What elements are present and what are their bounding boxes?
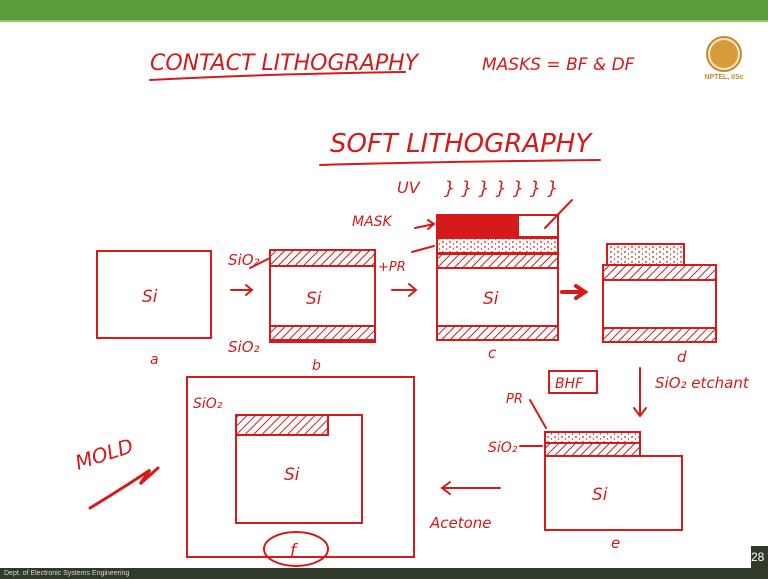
sio2-layer-e bbox=[545, 443, 640, 456]
sio2-pattern-f bbox=[236, 415, 328, 435]
sio2-layer-top-d bbox=[603, 265, 716, 280]
si-wafer-d bbox=[603, 280, 716, 328]
masks-text: MASKS = BF & DF bbox=[482, 55, 635, 75]
slide-page-number: 28 bbox=[751, 546, 768, 568]
pr-pointer-e bbox=[530, 400, 546, 428]
uv-rays-icon: } } } } } } } bbox=[444, 178, 559, 199]
title-text: CONTACT LITHOGRAPHY bbox=[150, 51, 420, 76]
pr-plus-label: +PR bbox=[378, 260, 406, 275]
si-label-c: Si bbox=[483, 289, 499, 309]
label-a: a bbox=[150, 352, 159, 368]
arrow-b-c bbox=[392, 284, 416, 296]
sio2-top-label: SiO₂ bbox=[228, 251, 260, 269]
footer-department: Dept. of Electronic Systems Engineering bbox=[4, 568, 129, 579]
arrow-a-b bbox=[231, 285, 252, 295]
mold-arrow-icon bbox=[90, 468, 158, 508]
photoresist-layer-c bbox=[437, 238, 558, 253]
mold-label: MOLD bbox=[72, 434, 136, 475]
sio2-layer-top-c bbox=[437, 254, 558, 268]
si-wafer-e bbox=[545, 456, 682, 530]
si-label-f: Si bbox=[284, 465, 300, 485]
label-d: d bbox=[677, 348, 687, 366]
pr-label-e: PR bbox=[506, 392, 523, 407]
sio2-etchant-label: SiO₂ etchant bbox=[655, 374, 750, 392]
mask-dark-region bbox=[437, 215, 519, 237]
mask-pointer bbox=[415, 220, 434, 229]
photoresist-layer-d bbox=[607, 244, 684, 265]
si-label-a: Si bbox=[142, 287, 158, 307]
sio2-label-f: SiO₂ bbox=[193, 396, 223, 412]
subtitle-text: SOFT LITHOGRAPHY bbox=[330, 129, 593, 159]
sio2-bottom-label: SiO₂ bbox=[228, 338, 260, 356]
pr-pointer bbox=[412, 246, 434, 252]
sio2-layer-bottom-c bbox=[437, 326, 558, 340]
label-b: b bbox=[312, 358, 321, 374]
arrow-d-e bbox=[634, 368, 646, 416]
subtitle-underline bbox=[320, 160, 600, 165]
sio2-layer-bottom-d bbox=[603, 328, 716, 342]
sio2-label-e: SiO₂ bbox=[488, 440, 518, 456]
si-label-b: Si bbox=[306, 289, 322, 309]
sio2-layer-top-b bbox=[270, 250, 375, 266]
mask-label: MASK bbox=[352, 214, 394, 230]
acetone-label: Acetone bbox=[429, 514, 492, 532]
uv-label: UV bbox=[397, 178, 421, 197]
label-f-circle bbox=[264, 532, 328, 566]
arrow-e-f bbox=[442, 482, 500, 494]
sio2-layer-bottom-b bbox=[270, 326, 375, 340]
photoresist-layer-e bbox=[545, 432, 640, 443]
label-c: c bbox=[488, 344, 497, 362]
label-e: e bbox=[611, 534, 620, 552]
si-label-e: Si bbox=[592, 485, 608, 505]
bhf-label: BHF bbox=[555, 376, 584, 392]
arrow-c-d bbox=[562, 286, 585, 298]
